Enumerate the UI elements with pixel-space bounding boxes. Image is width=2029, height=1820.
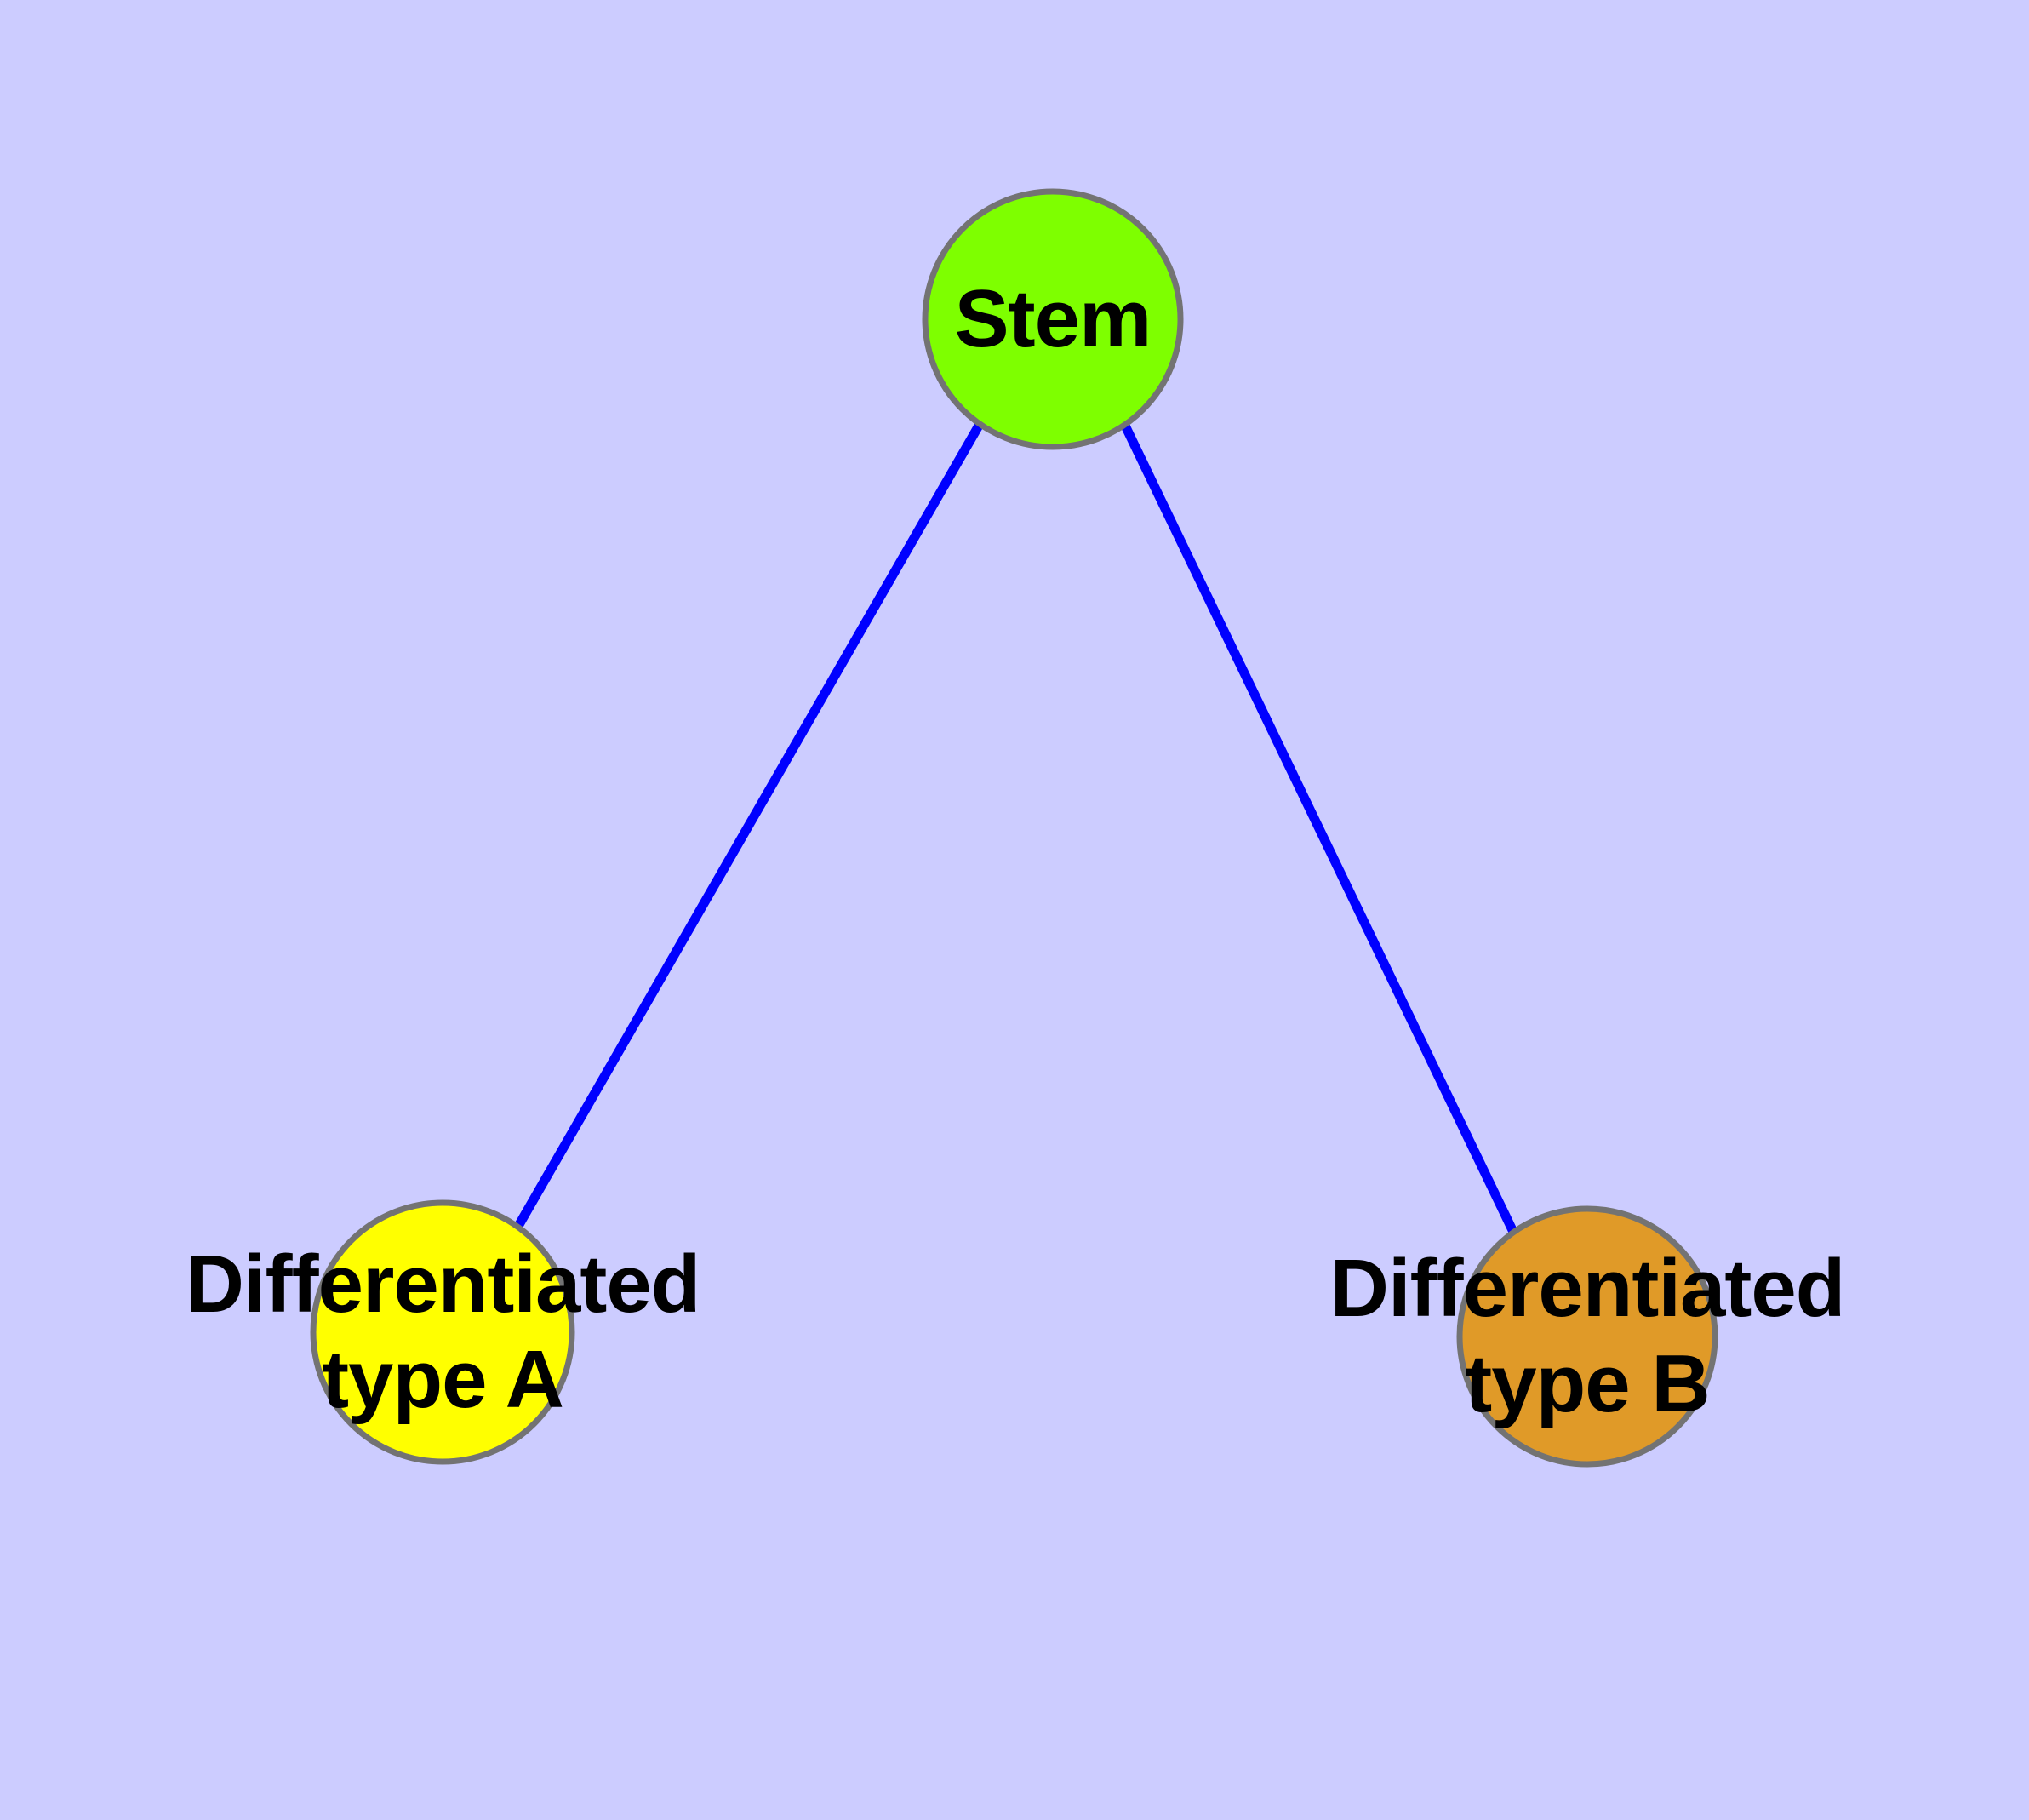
edges-group xyxy=(513,423,1517,1234)
nodes-group xyxy=(310,188,1718,1468)
edge-stem-to-diff-b[interactable] xyxy=(1121,423,1517,1234)
edge-stem-to-diff-a[interactable] xyxy=(513,423,983,1230)
node-circle-stem[interactable] xyxy=(922,188,1184,450)
node-circle-diff-a[interactable] xyxy=(310,1199,575,1465)
node-circle-diff-b[interactable] xyxy=(1456,1205,1718,1468)
